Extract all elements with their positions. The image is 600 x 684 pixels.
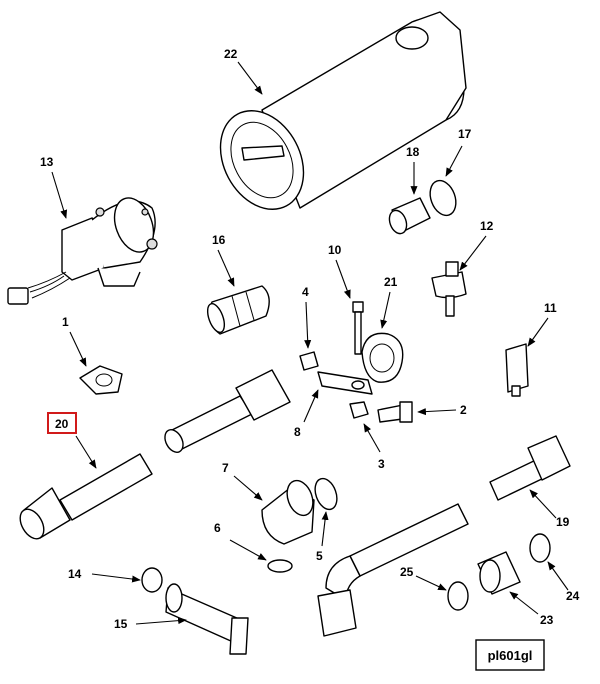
hose-long[interactable] <box>317 503 469 637</box>
callout-10[interactable]: 10 <box>328 243 342 257</box>
callout-8[interactable]: 8 <box>294 425 301 439</box>
sensor-12[interactable] <box>431 261 467 317</box>
callout-21[interactable]: 21 <box>384 275 398 289</box>
oring-14[interactable] <box>141 567 163 593</box>
callout-23[interactable]: 23 <box>540 613 554 627</box>
callout-22[interactable]: 22 <box>224 47 238 61</box>
callout-16[interactable]: 16 <box>212 233 226 247</box>
fitting-15[interactable] <box>165 583 249 655</box>
callout-15[interactable]: 15 <box>114 617 128 631</box>
bolt-10[interactable] <box>352 301 364 355</box>
bracket-21[interactable] <box>361 332 404 383</box>
connector-part[interactable] <box>204 285 270 335</box>
reference-code: pl601gl <box>488 648 533 663</box>
oring-25[interactable] <box>447 581 469 611</box>
oring-6[interactable] <box>267 559 293 573</box>
callout-1[interactable]: 1 <box>62 315 69 329</box>
reference-code-box <box>475 639 545 671</box>
callout-3[interactable]: 3 <box>378 457 385 471</box>
callout-19[interactable]: 19 <box>556 515 570 529</box>
elbow-7[interactable] <box>261 477 317 545</box>
callout-14[interactable]: 14 <box>68 567 82 581</box>
callout-6[interactable]: 6 <box>214 521 221 535</box>
plate-8[interactable] <box>317 371 373 395</box>
switch-11[interactable] <box>505 343 529 397</box>
solenoid-part[interactable] <box>7 193 160 305</box>
clip-part[interactable] <box>79 365 123 395</box>
screw-2[interactable] <box>377 401 413 423</box>
nut-3[interactable] <box>349 401 369 419</box>
callout-12[interactable]: 12 <box>480 219 494 233</box>
callout-17[interactable]: 17 <box>458 127 472 141</box>
spacer-4[interactable] <box>299 351 319 371</box>
callout-11[interactable]: 11 <box>544 301 557 315</box>
callout-24[interactable]: 24 <box>566 589 580 603</box>
oring-5[interactable] <box>311 476 341 513</box>
hose-upper[interactable] <box>161 369 291 455</box>
callout-25[interactable]: 25 <box>400 565 414 579</box>
oring-24[interactable] <box>529 533 551 563</box>
callout-13[interactable]: 13 <box>40 155 54 169</box>
callout-2[interactable]: 2 <box>460 403 467 417</box>
callout-5[interactable]: 5 <box>316 549 323 563</box>
motor-part[interactable] <box>204 11 467 224</box>
adapter-23[interactable] <box>477 551 521 595</box>
leader-lines <box>51 61 569 625</box>
hose-19[interactable] <box>489 435 571 501</box>
oring-17[interactable] <box>426 177 461 219</box>
fitting-18[interactable] <box>386 197 431 236</box>
callout-4[interactable]: 4 <box>302 285 309 299</box>
hose-20[interactable] <box>15 453 153 543</box>
callout-18[interactable]: 18 <box>406 145 420 159</box>
callout-7[interactable]: 7 <box>222 461 229 475</box>
callout-20[interactable]: 20 <box>55 417 69 431</box>
callout-20-highlight-box <box>47 412 77 434</box>
